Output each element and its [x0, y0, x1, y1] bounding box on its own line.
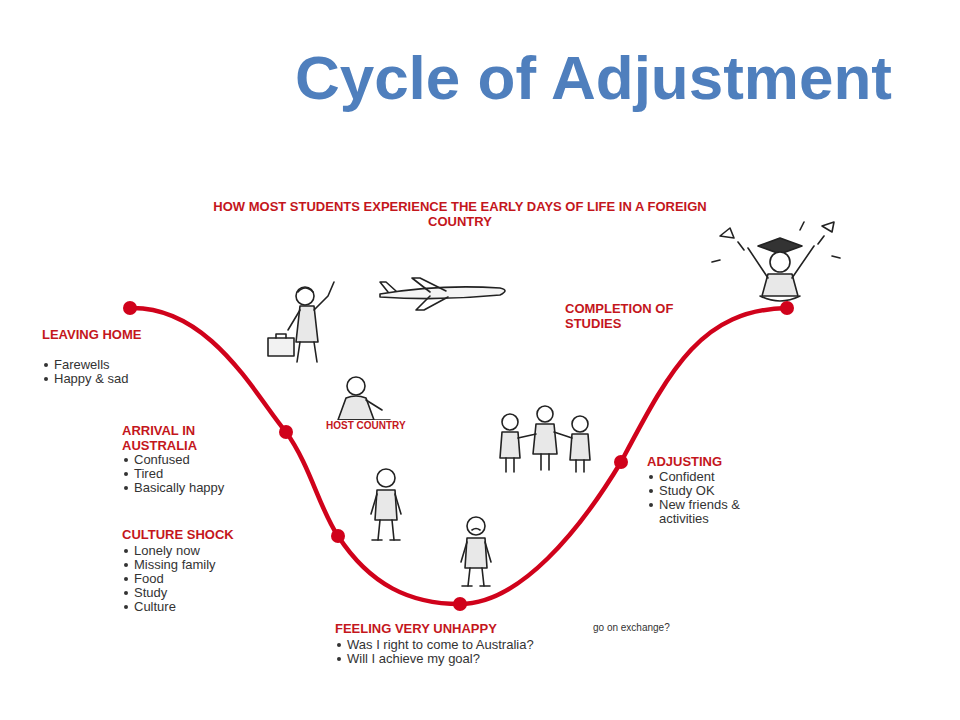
stage-heading-text: COMPLETION OF STUDIES [565, 301, 673, 331]
bullet-dot [337, 643, 341, 647]
bullet-dot [44, 377, 48, 381]
curve-dot [123, 301, 137, 315]
bullet-dot [124, 605, 128, 609]
bullet-text: Farewells [54, 357, 110, 372]
stage-heading-text: ADJUSTING [647, 454, 722, 469]
bullet-item: Confused [122, 453, 294, 467]
bullet-text: Lonely now [134, 543, 200, 558]
subtitle: HOW MOST STUDENTS EXPERIENCE THE EARLY D… [190, 200, 730, 230]
bullet-dot [124, 577, 128, 581]
note: go on exchange? [593, 622, 713, 633]
friends-group [500, 406, 590, 472]
host-country-tag-text: HOST COUNTRY [325, 420, 407, 431]
traveller-figure [268, 282, 334, 362]
bullet-text: Study OK [659, 483, 715, 498]
bullet-item: Will I achieve my goal? [335, 652, 647, 666]
stage-heading-text: CULTURE SHOCK [122, 527, 234, 542]
bullet-text: Study [134, 585, 167, 600]
bullet-item: New friends & activities [647, 498, 777, 526]
bullet-item: Study [122, 586, 294, 600]
bullet-text: Confused [134, 452, 190, 467]
bullet-item: Farewells [42, 358, 204, 372]
bullet-text: New friends & activities [659, 497, 740, 526]
bullet-item: Culture [122, 600, 294, 614]
slide-title: Cycle of Adjustment [295, 44, 892, 112]
curve-dot [331, 529, 345, 543]
bullet-dot [124, 458, 128, 462]
stage-heading: ARRIVAL IN AUSTRALIA [122, 424, 252, 454]
lonely-figure [371, 469, 401, 540]
airplane [380, 278, 505, 310]
bullet-dot [124, 563, 128, 567]
subtitle-text: HOW MOST STUDENTS EXPERIENCE THE EARLY D… [213, 199, 706, 229]
stage-heading: ADJUSTING [647, 455, 797, 470]
bullet-text: Confident [659, 469, 715, 484]
stage-heading: COMPLETION OF STUDIES [565, 302, 715, 332]
bullet-text: Was I right to come to Australia? [347, 637, 534, 652]
bullet-text: Missing family [134, 557, 216, 572]
bullet-item: Basically happy [122, 481, 294, 495]
bullet-item: Happy & sad [42, 372, 204, 386]
adjustment-curve [130, 308, 787, 604]
bullet-dot [649, 503, 653, 507]
stage-heading-text: LEAVING HOME [42, 327, 141, 342]
graduate-figure [712, 222, 840, 301]
bullet-text: Will I achieve my goal? [347, 651, 480, 666]
bullet-text: Basically happy [134, 480, 224, 495]
bullet-text: Food [134, 571, 164, 586]
bullet-text: Culture [134, 599, 176, 614]
bullet-item: Lonely now [122, 544, 294, 558]
bullet-item: Confident [647, 470, 799, 484]
bullet-item: Missing family [122, 558, 294, 572]
curve-dot [453, 597, 467, 611]
bullet-dot [649, 475, 653, 479]
bullet-dot [124, 486, 128, 490]
bullet-dot [124, 549, 128, 553]
host-country-tag: HOST COUNTRY [325, 420, 435, 432]
unhappy-figure [461, 517, 491, 586]
bullet-item: Study OK [647, 484, 799, 498]
curve-dot [614, 455, 628, 469]
bullet-dot [337, 657, 341, 661]
curve-dot [780, 301, 794, 315]
note-text: go on exchange? [593, 622, 670, 633]
bullet-dot [124, 472, 128, 476]
curve-dot [279, 425, 293, 439]
bullet-text: Happy & sad [54, 371, 128, 386]
bullet-text: Tired [134, 466, 163, 481]
bullet-item: Tired [122, 467, 294, 481]
bullet-item: Food [122, 572, 294, 586]
stage-heading: CULTURE SHOCK [122, 528, 322, 543]
arriving-figure [338, 377, 390, 426]
stage-heading-text: ARRIVAL IN AUSTRALIA [122, 423, 197, 453]
bullet-dot [124, 591, 128, 595]
stage-heading: LEAVING HOME [42, 328, 152, 343]
stage-heading-text: FEELING VERY UNHAPPY [335, 621, 497, 636]
bullet-item: Was I right to come to Australia? [335, 638, 647, 652]
bullet-dot [44, 363, 48, 367]
title-text: Cycle of Adjustment [295, 43, 892, 112]
bullet-dot [649, 489, 653, 493]
stage-heading: FEELING VERY UNHAPPY [335, 622, 605, 637]
